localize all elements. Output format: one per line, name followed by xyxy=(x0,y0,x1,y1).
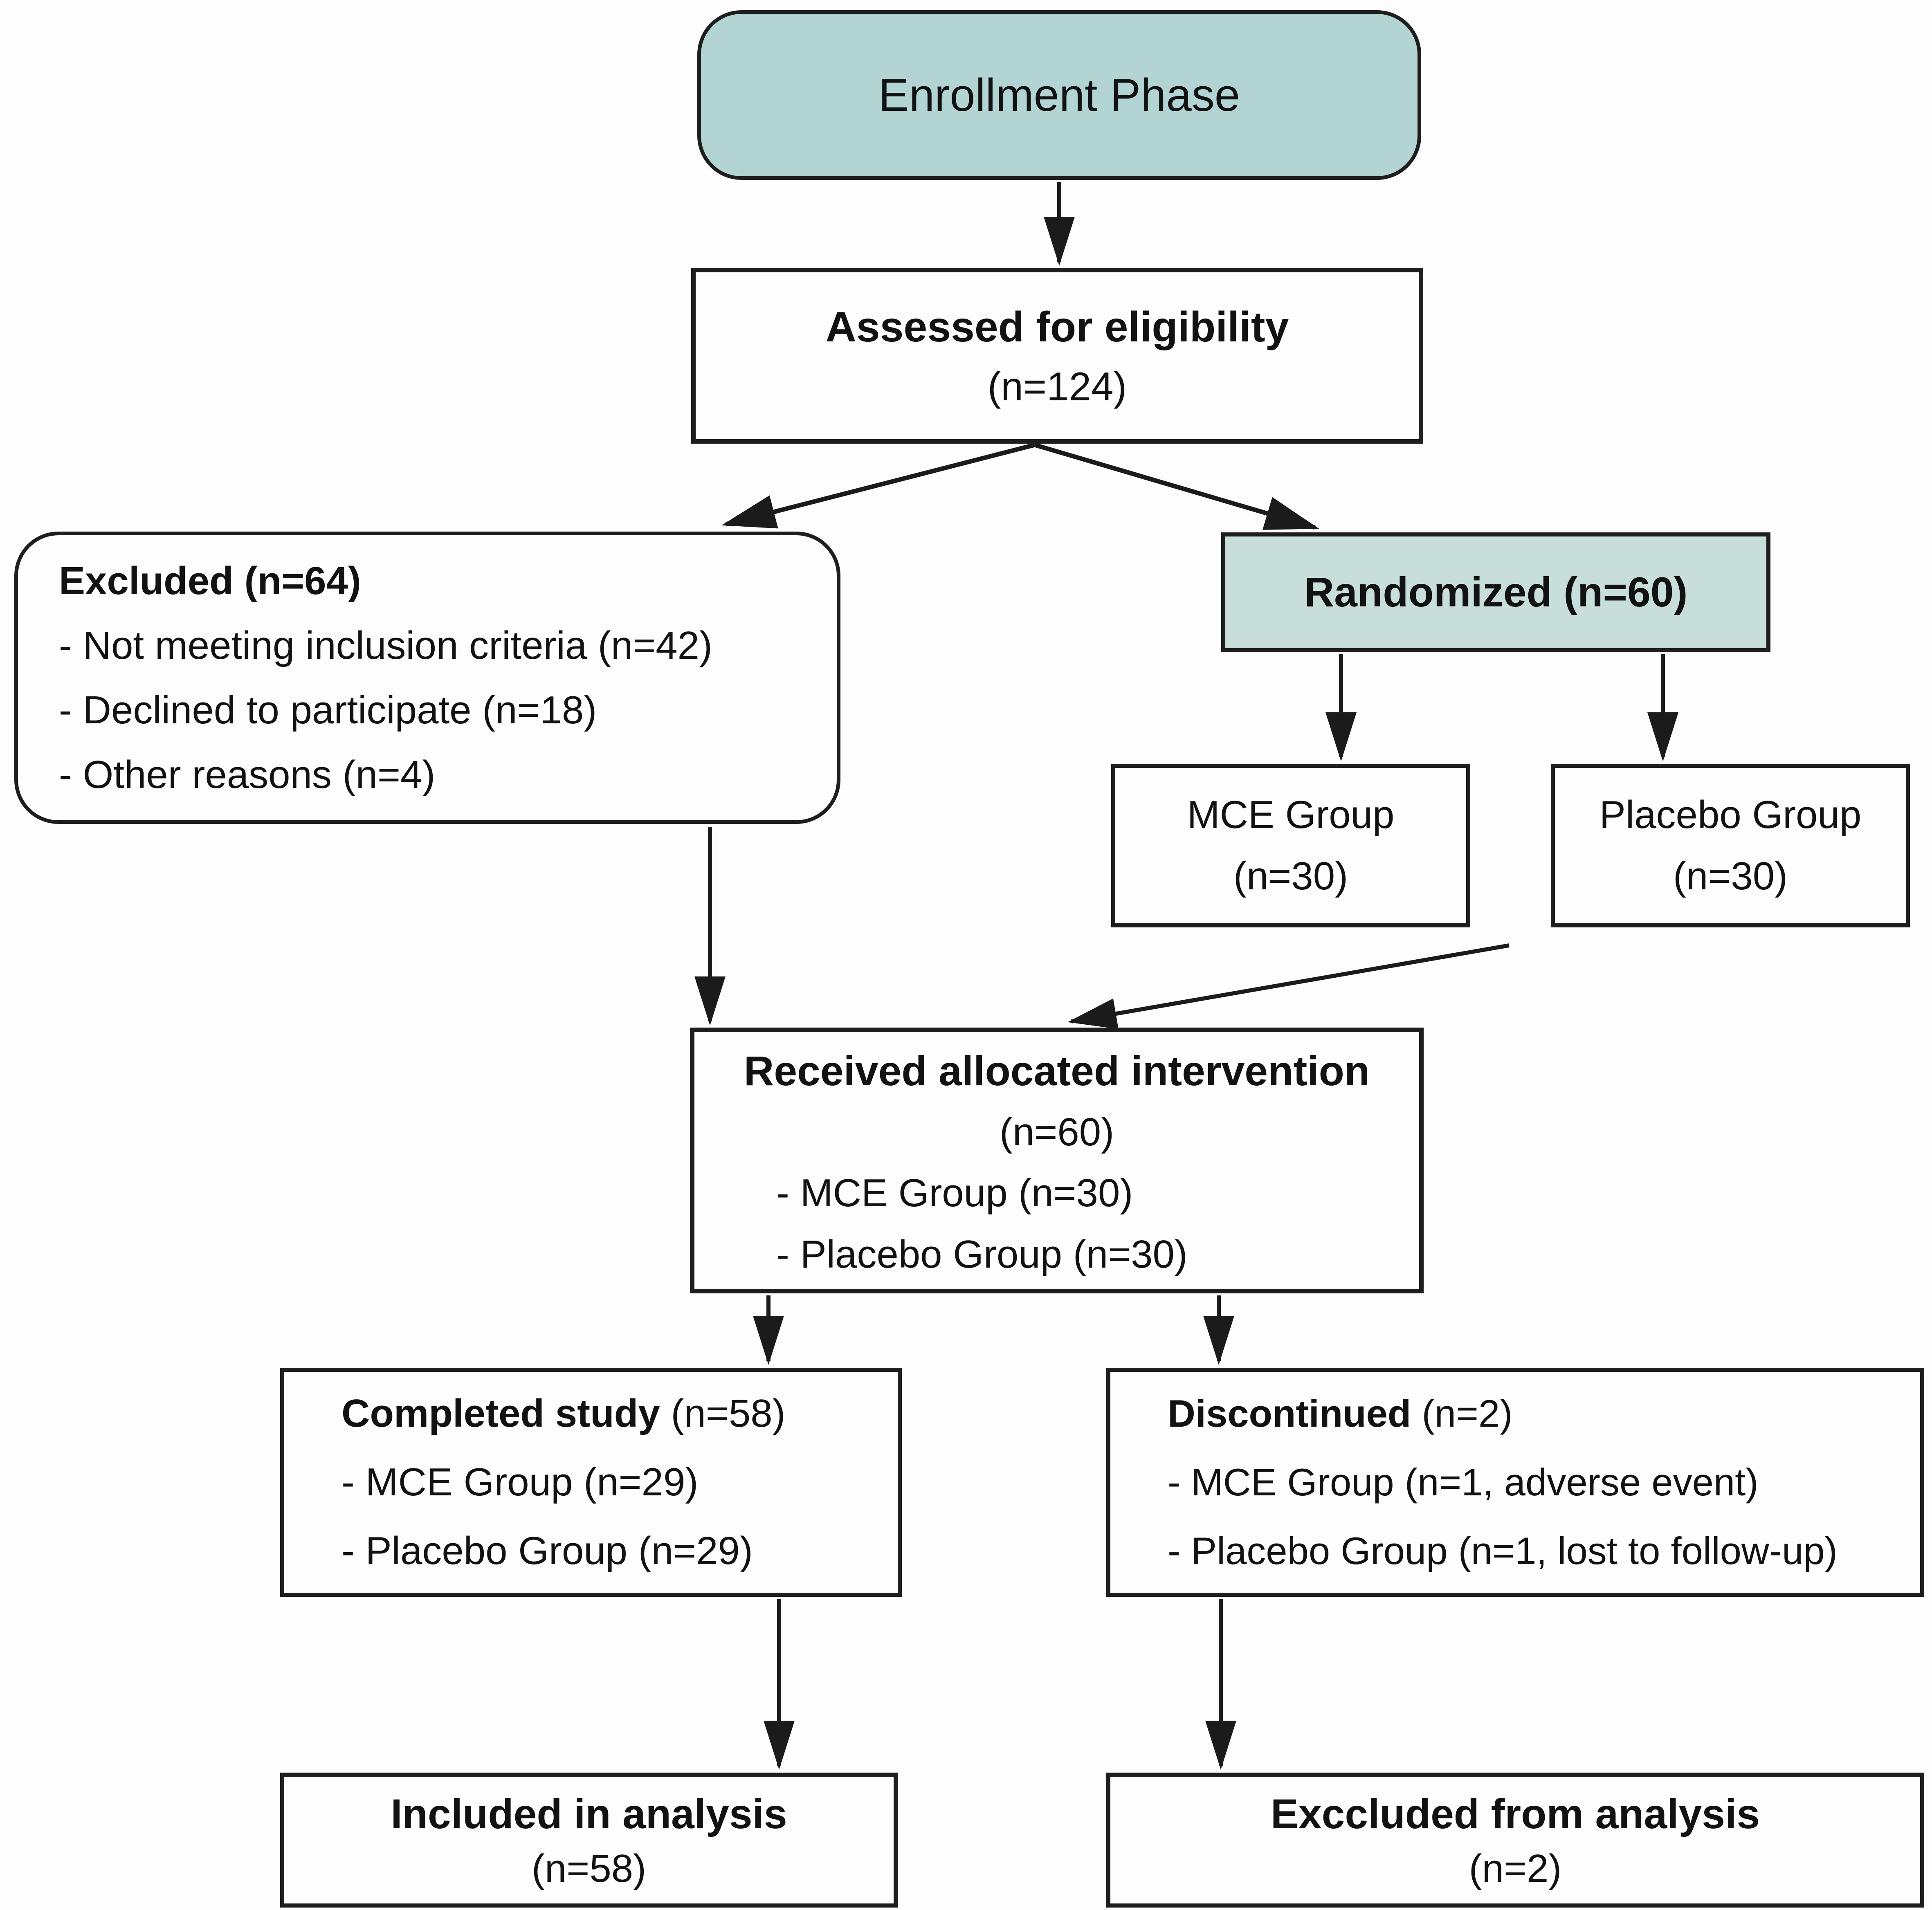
randomized-box: Randomized (n=60) xyxy=(1221,532,1770,652)
placebo-group-n: (n=30) xyxy=(1673,854,1788,898)
discontinued-title: Discontinued xyxy=(1168,1392,1411,1435)
completed-item: - Placebo Group (n=29) xyxy=(341,1529,753,1573)
assessed-n: (n=124) xyxy=(987,364,1127,409)
received-item: - Placebo Group (n=30) xyxy=(776,1232,1188,1276)
excluded-item: - Declined to participate (n=18) xyxy=(59,688,597,732)
discontinued-item: - MCE Group (n=1, adverse event) xyxy=(1168,1461,1759,1504)
mce-group-box: MCE Group (n=30) xyxy=(1111,764,1470,927)
excluded-analysis-box: Exccluded from analysis (n=2) xyxy=(1106,1773,1924,1908)
placebo-group-box: Placebo Group (n=30) xyxy=(1551,764,1910,927)
discontinued-item: - Placebo Group (n=1, lost to follow-up) xyxy=(1168,1529,1838,1572)
completed-study-box: Completed study (n=58) - MCE Group (n=29… xyxy=(280,1368,902,1597)
included-analysis-box: Included in analysis (n=58) xyxy=(280,1773,898,1908)
excluded-item: - Not meeting inclusion criteria (n=42) xyxy=(59,623,713,667)
received-n: (n=60) xyxy=(999,1110,1114,1154)
completed-title: Completed study xyxy=(341,1392,660,1435)
excluded-title: Excluded (n=64) xyxy=(59,559,361,603)
completed-item: - MCE Group (n=29) xyxy=(341,1460,699,1504)
excluded-item: - Other reasons (n=4) xyxy=(59,752,436,797)
mce-group-label: MCE Group xyxy=(1187,793,1395,837)
included-n: (n=58) xyxy=(531,1847,647,1890)
discontinued-title-n: (n=2) xyxy=(1411,1392,1513,1435)
randomized-label: Randomized (n=60) xyxy=(1304,569,1688,615)
excluded-analysis-title: Exccluded from analysis xyxy=(1270,1791,1760,1837)
discontinued-box: Discontinued (n=2) - MCE Group (n=1, adv… xyxy=(1106,1368,1924,1597)
excluded-analysis-n: (n=2) xyxy=(1469,1847,1562,1890)
received-title: Received allocated intervention xyxy=(744,1048,1370,1094)
completed-title-n: (n=58) xyxy=(660,1392,786,1435)
arrow-groups-to-received xyxy=(1067,943,1510,1029)
assessed-box: Assessed for eligibility (n=124) xyxy=(691,268,1423,444)
mce-group-n: (n=30) xyxy=(1233,854,1348,898)
completed-title-line: Completed study (n=58) xyxy=(341,1379,885,1448)
placebo-group-label: Placebo Group xyxy=(1599,793,1862,837)
enrollment-phase-box: Enrollment Phase xyxy=(697,10,1421,180)
arrow-assessed-to-randomized xyxy=(1034,442,1319,530)
received-intervention-box: Received allocated intervention (n=60) -… xyxy=(690,1028,1424,1293)
excluded-box: Excluded (n=64) - Not meeting inclusion … xyxy=(14,532,840,824)
received-item: - MCE Group (n=30) xyxy=(776,1171,1133,1215)
arrow-assessed-to-excluded xyxy=(721,442,1036,529)
included-title: Included in analysis xyxy=(391,1791,787,1837)
enrollment-phase-label: Enrollment Phase xyxy=(878,70,1240,121)
assessed-title: Assessed for eligibility xyxy=(825,303,1289,351)
discontinued-title-line: Discontinued (n=2) xyxy=(1168,1379,1908,1448)
